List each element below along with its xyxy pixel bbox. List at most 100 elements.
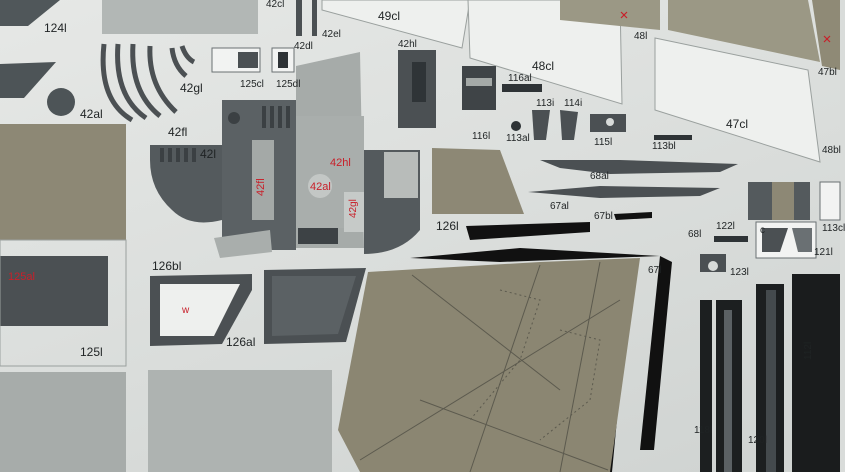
label-116al: 116al <box>508 73 532 84</box>
part-main-wing-lines <box>359 261 621 472</box>
label-126l: 126l <box>436 219 459 233</box>
part-122l <box>714 236 748 242</box>
part-113bl <box>654 135 692 140</box>
label-125l: 125l <box>80 345 103 359</box>
label-67al: 67al <box>550 201 569 212</box>
label-115l: 115l <box>594 137 613 148</box>
part-125dl-inner <box>278 52 288 68</box>
label-126bl: 126bl <box>152 259 182 273</box>
label-42fl: 42fl <box>168 125 188 139</box>
label-42dl: 42dl <box>294 41 313 52</box>
part-42l-slots <box>160 106 290 162</box>
label-116l: 116l <box>472 131 491 142</box>
label-113cl: 113cl <box>822 223 845 234</box>
part-left-dark-wedge <box>0 62 56 98</box>
label-113al: 113al <box>506 133 530 144</box>
label-47cl: 47cl <box>726 117 749 131</box>
part-42fl-inner <box>252 140 274 220</box>
part-42l-bracket <box>214 230 272 258</box>
part-top-corner-khaki <box>812 0 840 70</box>
part-116l <box>462 66 496 110</box>
label-125cl: 125cl <box>240 79 264 90</box>
part-118l <box>700 300 712 472</box>
label-122l: 122l <box>716 221 735 232</box>
part-123l-hole <box>708 261 718 271</box>
part-67bl <box>614 212 652 220</box>
part-main-wing <box>338 258 640 472</box>
part-black-edge-right <box>640 256 672 450</box>
part-47cl <box>654 37 821 163</box>
label-123l: 123l <box>730 267 749 278</box>
label-125dl: 125dl <box>276 79 301 90</box>
part-top-right-khaki <box>668 0 820 62</box>
part-c-inner <box>762 228 788 252</box>
label-42fl-red: 42fl <box>255 178 267 196</box>
part-42cl-strip <box>296 0 302 36</box>
label-48bl: 48bl <box>822 145 841 156</box>
part-42el-strip <box>312 0 317 36</box>
part-67al <box>528 186 720 198</box>
part-right-black-a <box>792 274 840 472</box>
part-116l-light <box>466 78 492 86</box>
part-bottom-mid-grey <box>148 370 332 472</box>
part-48l-khaki <box>560 0 660 30</box>
label-121l: 121l <box>814 247 833 258</box>
part-116al <box>502 84 542 92</box>
label-w: w <box>182 305 190 316</box>
label-42gl: 42gl <box>180 81 203 95</box>
part-112l-inner <box>766 290 776 472</box>
part-42gl-ribs <box>100 43 196 123</box>
label-42gl-red: 42gl <box>348 199 359 218</box>
part-black-edge-top <box>466 222 590 240</box>
part-42l-hole <box>228 112 240 124</box>
label-112l: 112l <box>803 341 814 360</box>
part-113cl <box>819 181 841 221</box>
part-124l-dark <box>0 0 60 26</box>
label-68al: 68al <box>590 171 609 182</box>
part-113al-disc <box>511 121 521 131</box>
label-120l: 120l <box>748 435 767 446</box>
label-118l: 118l <box>694 425 713 436</box>
part-120l-inner <box>724 310 732 472</box>
part-42l-bottom-detail <box>298 228 338 244</box>
label-42hl-top: 42hl <box>398 39 417 50</box>
label-114i: 114i <box>564 98 583 109</box>
part-126al-inner <box>272 276 356 336</box>
part-top-light-panel <box>102 0 258 34</box>
register-crosses <box>620 11 831 43</box>
label-42el: 42el <box>322 29 341 40</box>
part-125cl-inner <box>238 52 258 68</box>
label-42l: 42l <box>200 147 217 161</box>
label-48l: 48l <box>634 31 648 42</box>
part-125al-frame <box>0 239 127 367</box>
label-113bl: 113bl <box>652 141 676 152</box>
label-42al-red: 42al <box>310 181 331 193</box>
part-42al-disc <box>308 174 332 198</box>
part-42l-right-light <box>384 152 418 198</box>
part-42hl-block-slot <box>412 62 426 102</box>
label-67l: 67l <box>648 265 662 276</box>
label-48cl: 48cl <box>532 59 555 73</box>
label-42cl: 42cl <box>266 0 285 10</box>
label-113i: 113i <box>536 98 555 109</box>
part-c-inner-2 <box>792 228 812 252</box>
part-48cl <box>467 0 623 105</box>
part-68al <box>540 160 738 174</box>
part-42gl-panel <box>344 192 364 232</box>
label-49cl: 49cl <box>378 9 401 23</box>
part-49cl <box>321 0 471 49</box>
part-126bl-inner <box>160 284 240 336</box>
part-113i <box>532 110 550 140</box>
label-125al: 125al <box>8 271 35 283</box>
label-c: c <box>760 225 765 236</box>
label-42al: 42al <box>80 107 103 121</box>
label-47bl: 47bl <box>818 67 837 78</box>
label-67bl: 67bl <box>594 211 613 222</box>
label-124l: 124l <box>44 21 67 35</box>
part-round-disc <box>47 88 75 116</box>
part-black-edge-mid <box>410 248 660 262</box>
part-115l-hole <box>606 118 614 126</box>
part-42al-khaki <box>0 124 126 240</box>
